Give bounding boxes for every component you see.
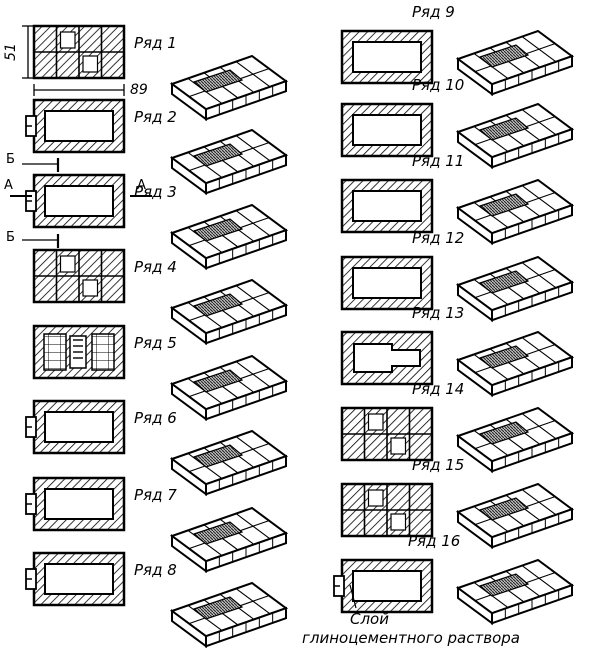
row-label-16: Ряд 16 [408, 532, 461, 550]
grate [91, 333, 115, 371]
section-mark-a-right: А [137, 178, 146, 193]
plan-view-12 [340, 255, 434, 311]
iso-chamber [478, 193, 530, 217]
plan-chamber [352, 267, 422, 299]
plan-view-10 [340, 102, 434, 158]
iso-view-2 [169, 128, 289, 196]
iso-chamber [478, 345, 530, 369]
brick-plain [367, 489, 384, 507]
plan-view-2 [25, 98, 126, 154]
iso-chamber [478, 573, 530, 597]
row-label-7: Ряд 7 [134, 486, 177, 504]
row-label-10: Ряд 10 [412, 76, 465, 94]
section-mark-b-bottom: Б [6, 230, 15, 245]
row-label-12: Ряд 12 [412, 229, 465, 247]
row-label-6: Ряд 6 [134, 409, 177, 427]
iso-chamber [478, 44, 530, 68]
iso-chamber [478, 270, 530, 294]
row-label-14: Ряд 14 [412, 380, 465, 398]
plan-chamber [44, 185, 114, 217]
height-dimension: 51 [2, 43, 19, 61]
plan-view-16 [333, 558, 434, 614]
brick-plain [59, 255, 76, 273]
caption-leader [349, 584, 357, 609]
row-label-3: Ряд 3 [134, 183, 177, 201]
plan-chamber [352, 570, 422, 602]
row-label-11: Ряд 11 [412, 152, 465, 170]
iso-chamber [478, 421, 530, 445]
plan-view-4 [32, 248, 126, 304]
plan-chamber [44, 488, 114, 520]
iso-view-11 [455, 178, 575, 246]
grate [43, 333, 67, 371]
plan-chamber [44, 110, 114, 142]
iso-chamber [192, 218, 244, 242]
section-mark-b-top: Б [6, 152, 15, 167]
section-mark-a-left: А [4, 178, 13, 193]
row-label-9: Ряд 9 [412, 3, 455, 21]
iso-view-5 [169, 354, 289, 422]
iso-view-9 [455, 29, 575, 97]
iso-view-6 [169, 429, 289, 497]
caption-line-2: глиноцементного раствора [302, 629, 520, 647]
iso-view-7 [169, 506, 289, 574]
plan-view-11 [340, 178, 434, 234]
row-label-13: Ряд 13 [412, 304, 465, 322]
iso-chamber [192, 293, 244, 317]
iso-chamber [478, 497, 530, 521]
plan-view-15 [340, 482, 434, 538]
plan-chamber [352, 190, 422, 222]
row-label-15: Ряд 15 [412, 456, 465, 474]
iso-view-16 [455, 558, 575, 626]
iso-view-8 [169, 581, 289, 649]
iso-chamber [192, 143, 244, 167]
plan-chamber [44, 563, 114, 595]
iso-view-3 [169, 203, 289, 271]
plan-view-7 [25, 476, 126, 532]
plan-view-5 [32, 324, 126, 380]
iso-view-4 [169, 278, 289, 346]
iso-view-13 [455, 330, 575, 398]
iso-chamber [478, 117, 530, 141]
plan-view-13 [340, 330, 434, 386]
iso-view-1 [169, 54, 289, 122]
iso-chamber [192, 369, 244, 393]
row-label-5: Ряд 5 [134, 334, 177, 352]
row-label-8: Ряд 8 [134, 561, 177, 579]
iso-chamber [192, 521, 244, 545]
plan-chamber [44, 411, 114, 443]
width-dimension: 89 [130, 82, 148, 98]
brick-plain [390, 513, 407, 531]
iso-view-15 [455, 482, 575, 550]
brick-plain [59, 31, 76, 49]
plan-channel [353, 343, 421, 373]
plan-view-6 [25, 399, 126, 455]
iso-view-14 [455, 406, 575, 474]
plan-view-8 [25, 551, 126, 607]
iso-view-12 [455, 255, 575, 323]
row-label-2: Ряд 2 [134, 108, 177, 126]
plan-chamber [352, 114, 422, 146]
iso-chamber [192, 596, 244, 620]
plan-view-14 [340, 406, 434, 462]
plan-view-1 [32, 24, 126, 80]
iso-chamber [192, 69, 244, 93]
plan-chamber [352, 41, 422, 73]
caption-line-1: Слой [350, 610, 389, 628]
row-label-1: Ряд 1 [134, 34, 177, 52]
brick-plain [367, 413, 384, 431]
plan-view-9 [340, 29, 434, 85]
plan-view-3 [25, 173, 126, 229]
brick-plain [82, 55, 99, 73]
row-label-4: Ряд 4 [134, 258, 177, 276]
brick-plain [390, 437, 407, 455]
brick-plain [82, 279, 99, 297]
iso-view-10 [455, 102, 575, 170]
iso-chamber [192, 444, 244, 468]
